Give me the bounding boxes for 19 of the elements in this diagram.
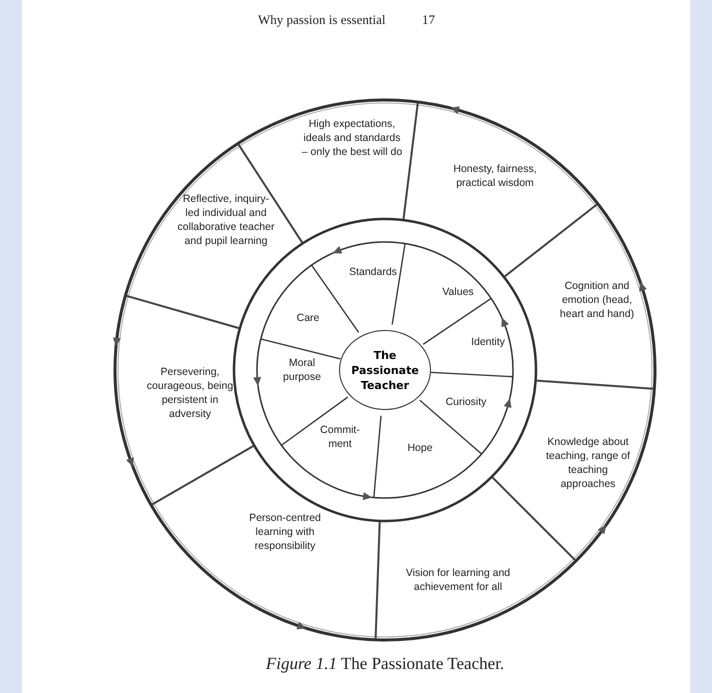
outer-segment-text: Vision for learning and achievement for all (403, 566, 513, 594)
page-number: 17 (422, 12, 435, 28)
running-head: Why passion is essential (258, 12, 386, 28)
inner-segment-text: Values (433, 285, 483, 299)
figure-caption: Figure 1.1 The Passionate Teacher. (266, 654, 504, 674)
outer-segment-text: Reflective, inquiry-led individual and collaborative teacher and pupil learning (176, 192, 276, 248)
inner-segment-text: Commit- ment (317, 423, 363, 451)
inner-segment-text: Care (288, 311, 328, 325)
inner-segment-text: Identity (463, 335, 513, 349)
outer-segment-text: Cognition and emotion (head, heart and hand) (557, 279, 637, 321)
inner-segment-text: Curiosity (438, 395, 494, 409)
outer-segment-text: Person-centred learning with responsibility (241, 511, 329, 553)
outer-segment-text: Persevering, courageous, being persistent in adversity (142, 365, 238, 421)
outer-segment-text: Honesty, fairness, practical wisdom (445, 162, 545, 190)
inner-segment-text: Standards (343, 265, 403, 279)
outer-segment-text: High expectations, ideals and standards – only the best will do (300, 117, 404, 159)
inner-segment-text: Moral purpose (277, 356, 327, 384)
inner-segment-text: Hope (400, 441, 440, 455)
outer-segment-text: Knowledge about teaching, range of teaching approaches (545, 435, 631, 491)
